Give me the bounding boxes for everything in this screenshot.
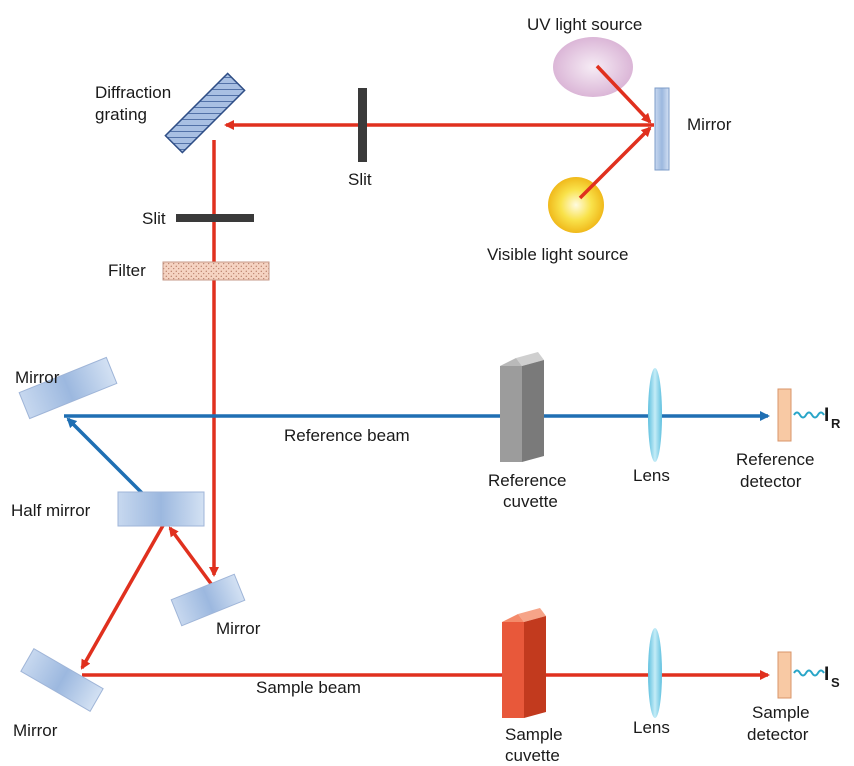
- mirror-center: [170, 573, 246, 627]
- uv-beam: [595, 64, 652, 124]
- reference-signal-wave: [793, 411, 825, 419]
- reference-cuvette-label-line1: Reference: [488, 471, 566, 490]
- mirror-top-label: Mirror: [687, 115, 732, 134]
- visible-light-source: [548, 177, 604, 233]
- filter: [162, 261, 270, 281]
- lens-sample: [648, 628, 662, 718]
- grating-label-line2: grating: [95, 105, 147, 124]
- beam-to-lower-mirror: [80, 521, 167, 670]
- lens-sample-label: Lens: [633, 718, 670, 737]
- slit-top: [358, 88, 367, 162]
- half-mirror: [117, 491, 205, 527]
- mirror-left-upper-label: Mirror: [15, 368, 60, 387]
- uv-light-source: [553, 37, 633, 97]
- lens-reference-label: Lens: [633, 466, 670, 485]
- uv-source-label: UV light source: [527, 15, 642, 34]
- mirror-left-upper: [18, 356, 118, 420]
- diffraction-grating: [164, 72, 246, 154]
- visible-source-label: Visible light source: [487, 245, 628, 264]
- slit-left: [176, 214, 254, 222]
- reference-detector: [777, 388, 792, 442]
- sample-beam-label: Sample beam: [256, 678, 361, 697]
- half-mirror-label: Half mirror: [11, 501, 91, 520]
- slit-top-label: Slit: [348, 170, 372, 189]
- slit-left-label: Slit: [142, 209, 166, 228]
- intensity-sample-sub: S: [831, 675, 840, 690]
- reference-detector-label-line2: detector: [740, 472, 802, 491]
- sample-cuvette: [502, 608, 546, 718]
- sample-detector-label-line1: Sample: [752, 703, 810, 722]
- reference-beam-label: Reference beam: [284, 426, 410, 445]
- sample-cuvette-label-line2: cuvette: [505, 746, 560, 765]
- visible-beam: [578, 126, 652, 200]
- reference-cuvette-label-line2: cuvette: [503, 492, 558, 511]
- intensity-reference-sub: R: [831, 416, 841, 431]
- beam-to-half-mirror: [168, 526, 214, 587]
- sample-cuvette-label-line1: Sample: [505, 725, 563, 744]
- intensity-sample-main: I: [824, 664, 829, 685]
- lens-reference: [648, 368, 662, 462]
- sample-detector: [777, 651, 792, 699]
- reference-detector-label-line1: Reference: [736, 450, 814, 469]
- filter-label: Filter: [108, 261, 146, 280]
- mirror-top: [654, 87, 670, 171]
- mirror-center-label: Mirror: [216, 619, 261, 638]
- intensity-reference-main: I: [824, 405, 829, 426]
- reference-cuvette: [500, 352, 544, 462]
- grating-label-line1: Diffraction: [95, 83, 171, 102]
- sample-signal-wave: [793, 669, 825, 677]
- mirror-left-lower-label: Mirror: [13, 721, 58, 740]
- mirror-left-lower: [20, 648, 104, 712]
- sample-detector-label-line2: detector: [747, 725, 809, 744]
